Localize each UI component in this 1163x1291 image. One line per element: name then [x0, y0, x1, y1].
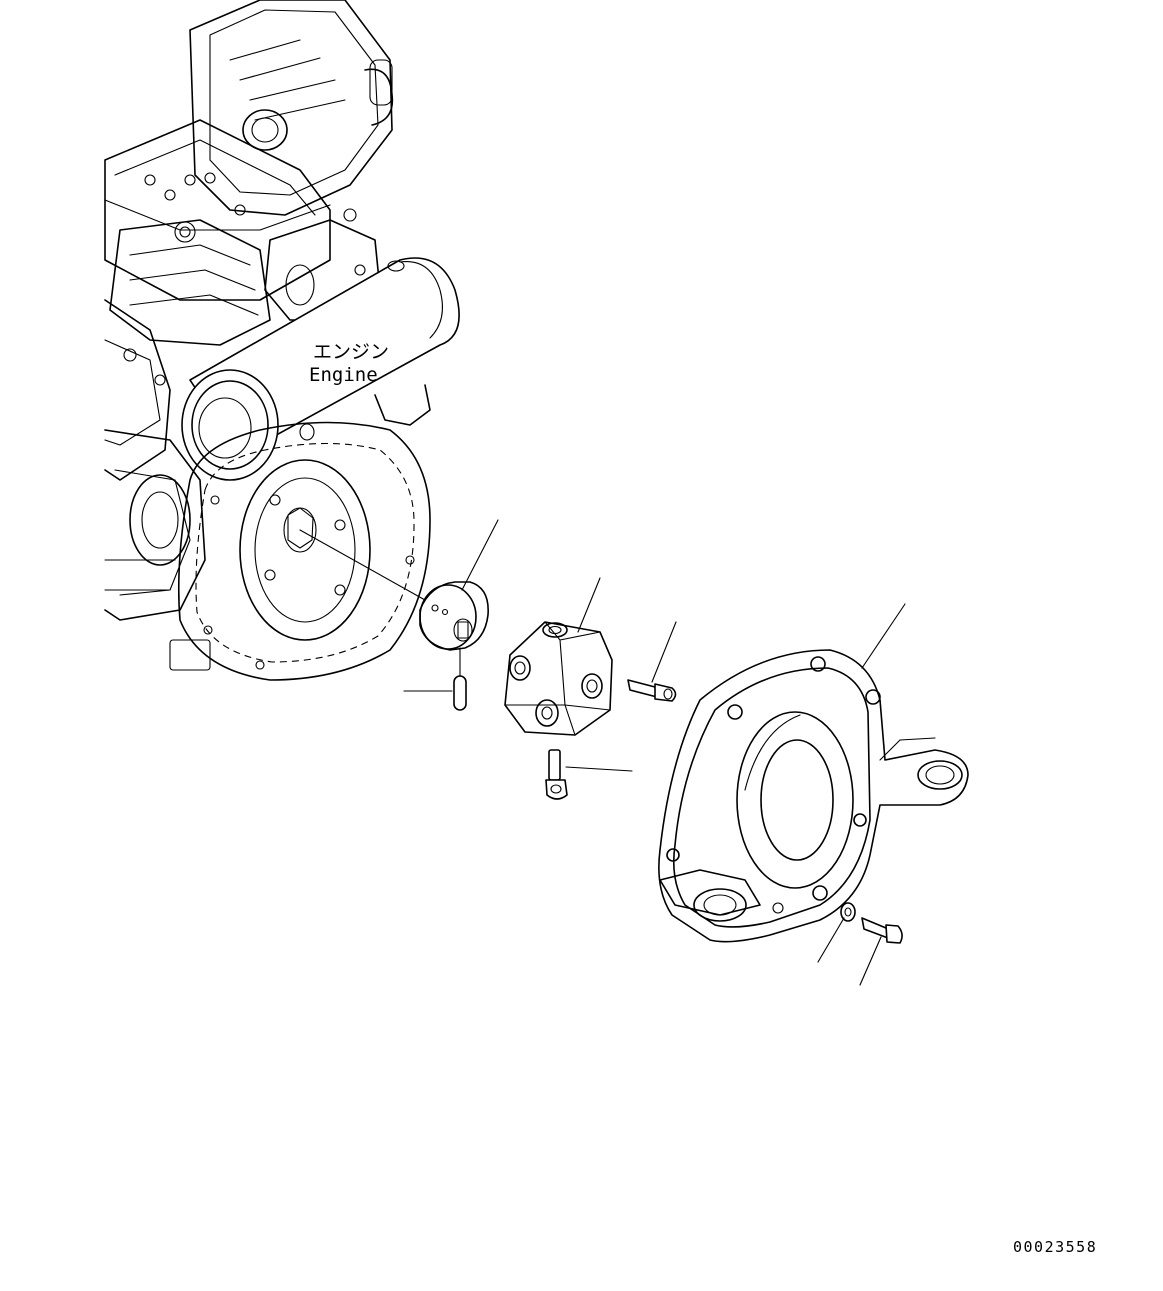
hub-center-line	[299, 529, 426, 601]
washer-leader-line	[817, 917, 845, 963]
bolt-lower-leader-line	[565, 766, 633, 772]
coupling-leader-line	[577, 577, 601, 633]
drawing-number: 00023558	[1013, 1238, 1097, 1256]
housing-leader-line	[861, 603, 906, 669]
engine-assembly	[104, 0, 460, 681]
flexible-coupling	[504, 621, 613, 736]
bolt-upper-leader-line	[651, 621, 677, 683]
hub-leader-line	[461, 519, 499, 591]
socket-bolt-upper	[627, 679, 677, 702]
engine-label-japanese: エンジン	[313, 341, 389, 363]
washer	[840, 902, 856, 922]
engine-label-english: Engine	[309, 364, 378, 386]
spring-pin	[453, 647, 467, 711]
socket-bolt-lower	[545, 749, 568, 800]
mounting-housing	[658, 649, 969, 943]
bolt-leader-line	[859, 936, 882, 986]
hex-bolt	[861, 917, 903, 944]
coupling-hub	[419, 581, 489, 651]
